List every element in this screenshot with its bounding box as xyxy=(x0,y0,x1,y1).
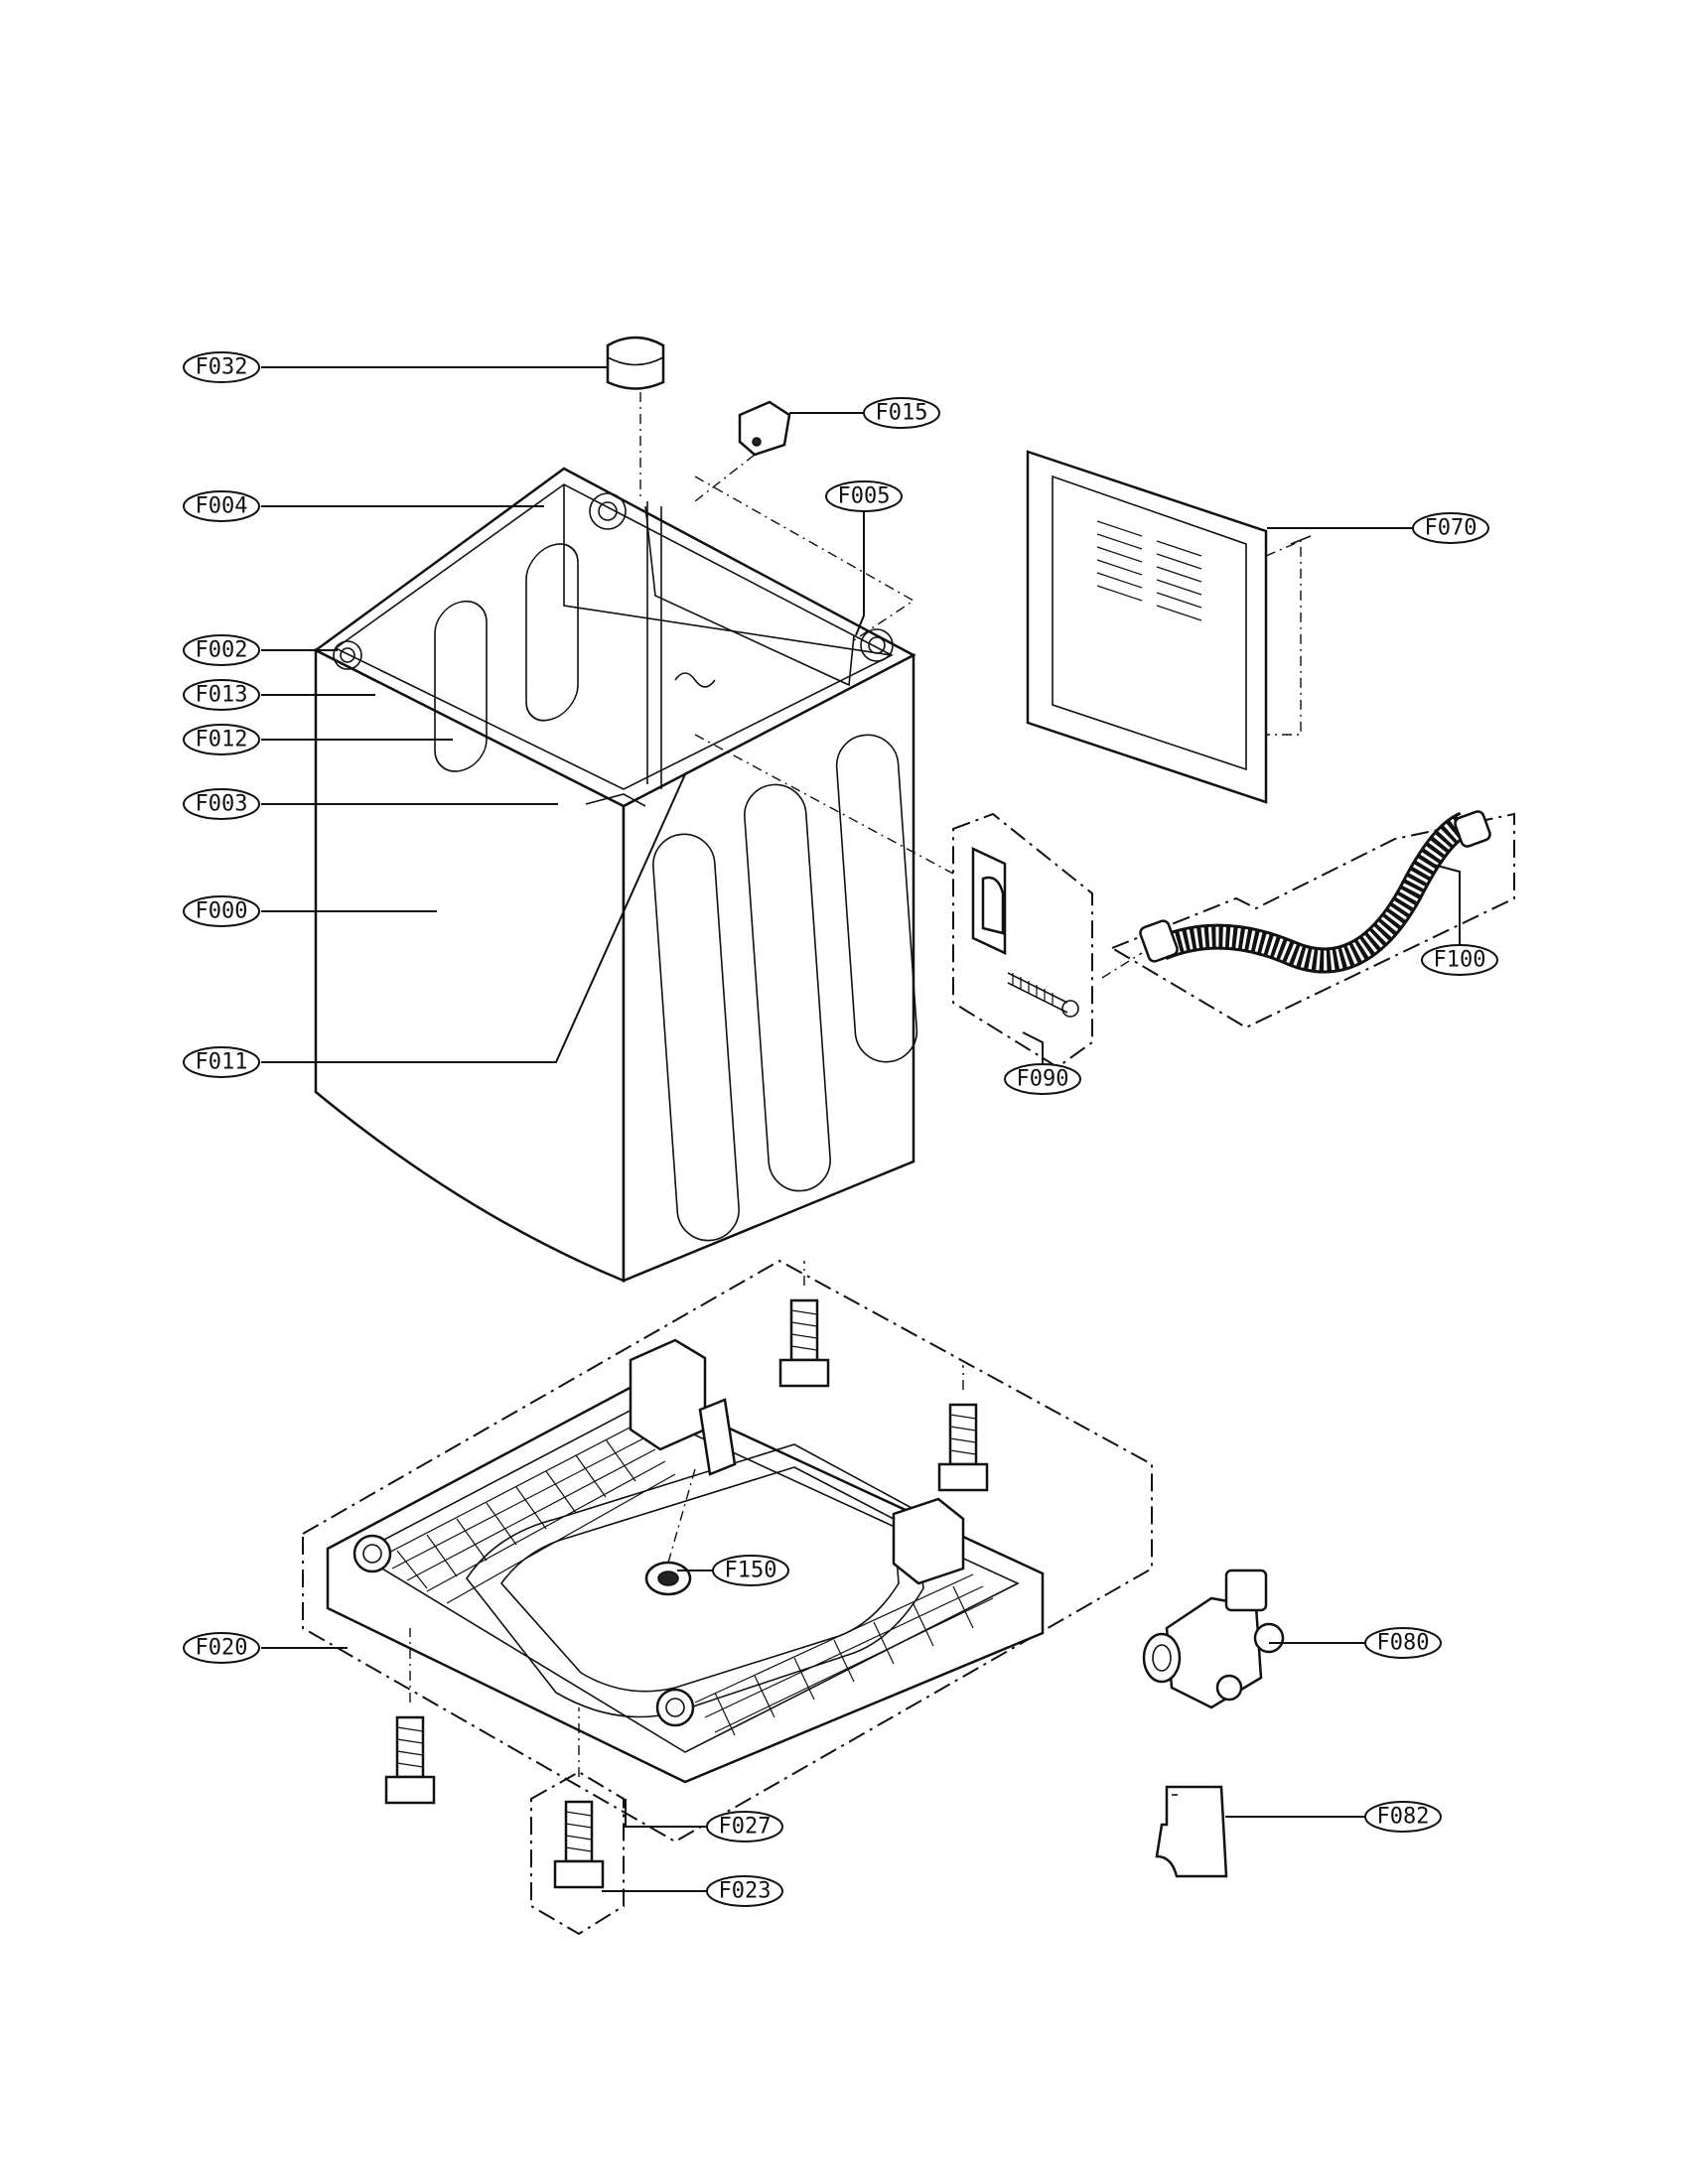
leader-lines xyxy=(261,366,1461,1892)
callout-f002: F002 xyxy=(183,634,260,666)
callout-label: F032 xyxy=(196,355,248,380)
callout-label: F004 xyxy=(196,494,248,519)
callout-label: F002 xyxy=(196,638,248,663)
callout-label: F003 xyxy=(196,792,248,817)
callout-label: F012 xyxy=(196,728,248,752)
callout-f015: F015 xyxy=(863,397,940,429)
drain-pump-part-f080 xyxy=(1142,1569,1285,1709)
cabinet-assembly xyxy=(313,467,918,1283)
callout-f070: F070 xyxy=(1412,512,1489,544)
callout-f000: F000 xyxy=(183,895,260,927)
callout-label: F013 xyxy=(196,683,248,708)
callout-label: F100 xyxy=(1434,948,1486,973)
leveling-legs xyxy=(384,1261,989,1936)
drain-hose-part-f100 xyxy=(1101,810,1515,1029)
callout-f032: F032 xyxy=(183,351,260,383)
callout-f013: F013 xyxy=(183,679,260,711)
callout-label: F011 xyxy=(196,1050,248,1075)
clamp-part-f032 xyxy=(606,336,665,496)
drain-inlet-part-f090 xyxy=(952,812,1093,1069)
callout-f012: F012 xyxy=(183,724,260,755)
back-panel-part-f070 xyxy=(1026,450,1312,804)
callout-f020: F020 xyxy=(183,1632,260,1664)
callout-label: F027 xyxy=(719,1815,772,1840)
callout-label: F023 xyxy=(719,1879,772,1904)
bracket-part-f082 xyxy=(1155,1785,1228,1878)
callout-label: F000 xyxy=(196,899,248,924)
base-frame-part-f020 xyxy=(302,1259,1153,1843)
callout-f005: F005 xyxy=(825,480,903,512)
lid-switch-part-f015 xyxy=(694,400,791,502)
callout-label: F090 xyxy=(1017,1067,1069,1092)
callout-f023: F023 xyxy=(706,1875,783,1907)
callout-f090: F090 xyxy=(1004,1063,1081,1095)
callout-label: F150 xyxy=(725,1559,777,1583)
callout-f150: F150 xyxy=(712,1555,789,1586)
callout-f080: F080 xyxy=(1364,1627,1442,1659)
callout-f027: F027 xyxy=(706,1811,783,1843)
callout-f082: F082 xyxy=(1364,1801,1442,1833)
callout-label: F082 xyxy=(1377,1805,1430,1830)
callout-f004: F004 xyxy=(183,490,260,522)
callout-label: F015 xyxy=(876,401,928,426)
callout-f011: F011 xyxy=(183,1046,260,1078)
callout-f100: F100 xyxy=(1421,944,1498,976)
callout-f003: F003 xyxy=(183,788,260,820)
callout-label: F070 xyxy=(1425,516,1477,541)
callout-label: F020 xyxy=(196,1636,248,1661)
callout-label: F080 xyxy=(1377,1631,1430,1656)
callout-label: F005 xyxy=(838,484,891,509)
